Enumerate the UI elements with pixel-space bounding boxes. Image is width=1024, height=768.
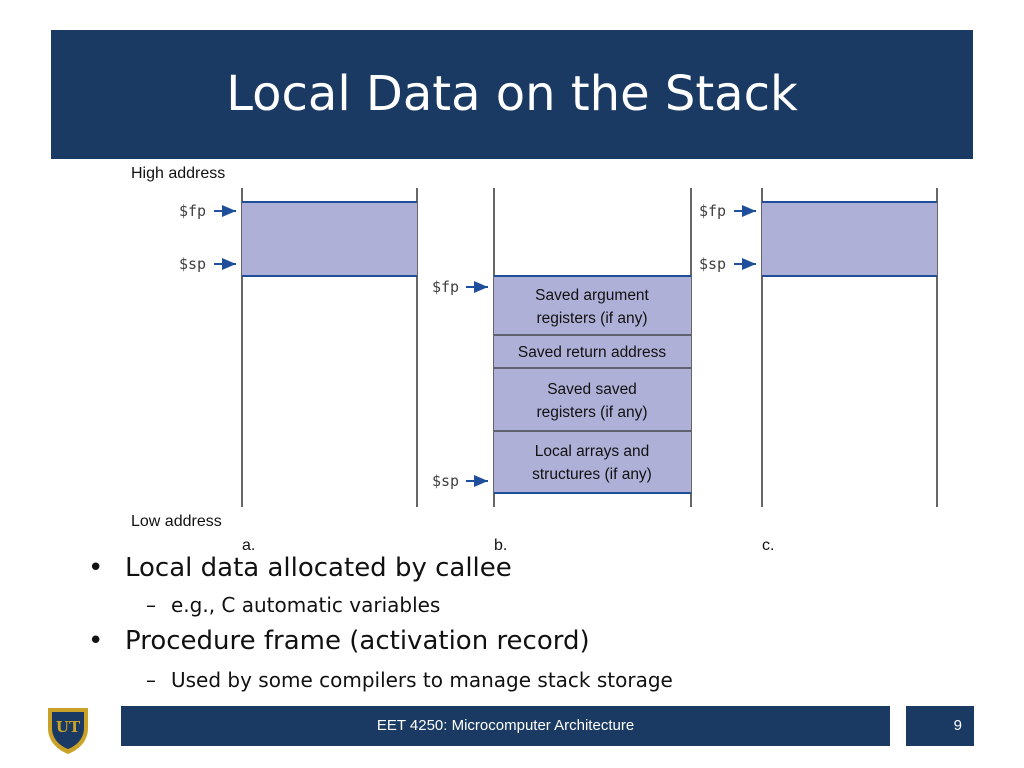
title-banner: Local Data on the Stack — [51, 30, 973, 159]
panel-a-sp-label: $sp — [179, 255, 206, 273]
page-number-box: 9 — [906, 706, 974, 746]
stack-frame-diagram: High address Low address $fp $sp a. Save… — [131, 165, 938, 554]
svg-text:registers (if any): registers (if any) — [536, 310, 647, 327]
sub-bullet-item: –Used by some compilers to manage stack … — [146, 668, 673, 692]
svg-text:Saved argument: Saved argument — [535, 287, 649, 304]
panel-b: Saved argument registers (if any) Saved … — [432, 188, 692, 554]
university-logo-icon: UT — [48, 708, 88, 754]
sub-bullet-item: –e.g., C automatic variables — [146, 593, 441, 617]
svg-text:Saved saved: Saved saved — [547, 381, 637, 398]
bullet-dot-icon: • — [88, 553, 104, 583]
svg-text:Saved return address: Saved return address — [518, 344, 666, 361]
panel-c-frame — [762, 202, 937, 276]
bullet-item: •Local data allocated by callee — [88, 553, 512, 583]
panel-c-sp-label: $sp — [699, 255, 726, 273]
panel-c-label: c. — [762, 537, 774, 554]
high-address-label: High address — [131, 165, 225, 182]
frame-cell-local-arrays: Local arrays and structures (if any) — [532, 443, 652, 483]
footer-bar: EET 4250: Microcomputer Architecture — [121, 706, 890, 746]
bullet-item: •Procedure frame (activation record) — [88, 626, 590, 656]
panel-b-fp-label: $fp — [432, 278, 459, 296]
panel-a: $fp $sp a. — [179, 188, 418, 554]
panel-a-label: a. — [242, 537, 255, 554]
dash-icon: – — [146, 668, 156, 692]
panel-a-fp-label: $fp — [179, 202, 206, 220]
svg-text:registers (if any): registers (if any) — [536, 404, 647, 421]
frame-cell-saved-arguments: Saved argument registers (if any) — [535, 287, 649, 327]
page-number: 9 — [953, 717, 962, 734]
panel-c: $fp $sp c. — [699, 188, 938, 554]
frame-cell-saved-registers: Saved saved registers (if any) — [536, 381, 647, 421]
panel-b-label: b. — [494, 537, 507, 554]
slide-title: Local Data on the Stack — [226, 66, 798, 122]
course-name: EET 4250: Microcomputer Architecture — [376, 717, 635, 734]
svg-text:structures (if any): structures (if any) — [532, 466, 652, 483]
panel-c-fp-label: $fp — [699, 202, 726, 220]
panel-b-sp-label: $sp — [432, 472, 459, 490]
logo-lettering: UT — [56, 718, 81, 736]
frame-cell-return-address: Saved return address — [518, 344, 666, 361]
dash-icon: – — [146, 593, 156, 617]
panel-b-frame — [494, 276, 691, 493]
panel-a-frame — [242, 202, 417, 276]
svg-text:Local arrays and: Local arrays and — [535, 443, 650, 460]
bullet-dot-icon: • — [88, 626, 104, 656]
low-address-label: Low address — [131, 513, 222, 530]
